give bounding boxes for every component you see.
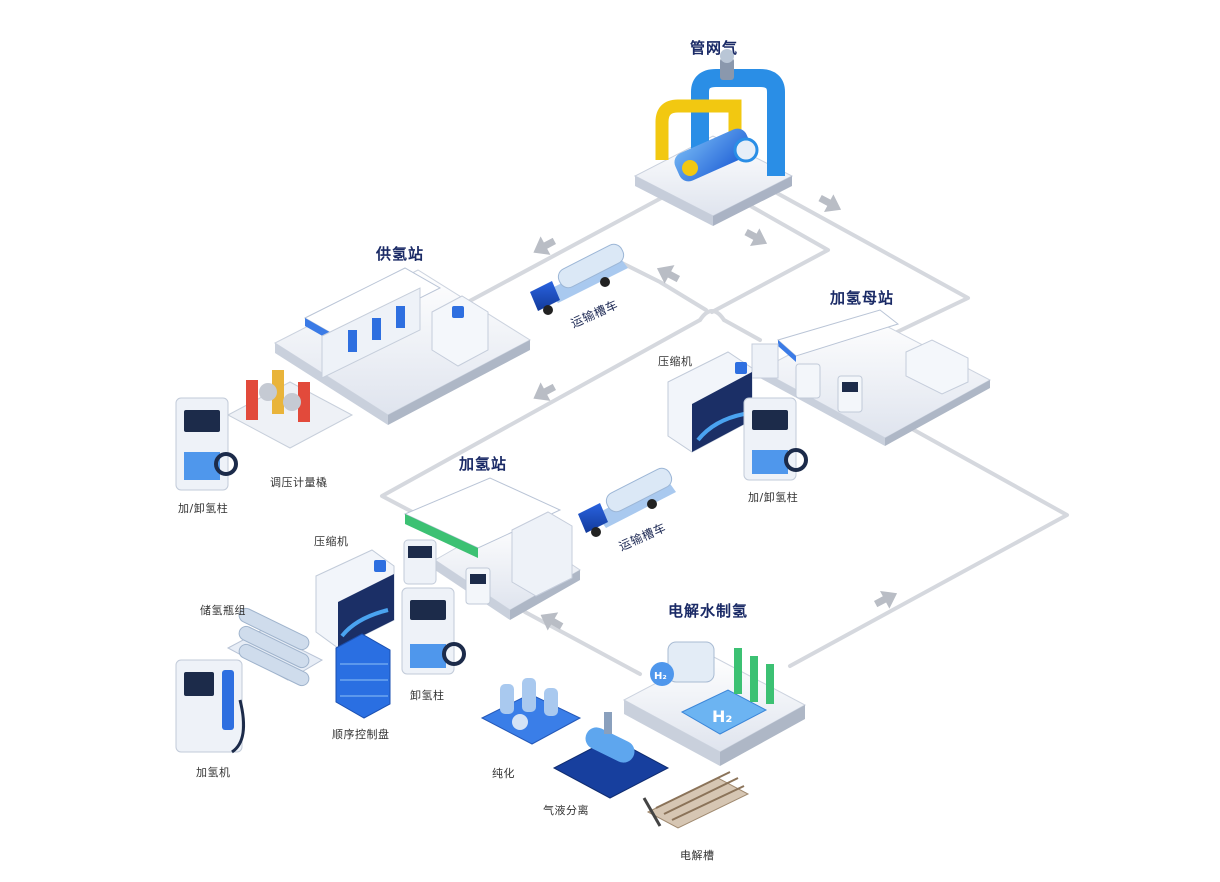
hydrogen-dispenser: [175, 659, 246, 754]
flow-arrow: [656, 265, 681, 284]
label-pressure-metering-skid: 调压计量橇: [270, 476, 328, 489]
label-dispenser: 加氢机: [196, 766, 231, 779]
svg-text:H₂: H₂: [712, 707, 732, 726]
compressor-left: [315, 549, 395, 649]
storage-cylinder-bank: [226, 607, 324, 687]
supply-station-facility: [273, 267, 532, 425]
pipeline-network: [380, 190, 1069, 676]
flow-arrow: [744, 228, 768, 247]
pipeline-gas-facility: [633, 49, 794, 226]
label-sequence-control-panel: 顺序控制盘: [332, 728, 390, 741]
hydrogen-station-facility: [403, 477, 581, 620]
load-unload-dispenser-left: [175, 397, 238, 491]
label-load-unload-dispenser-left: 加/卸氢柱: [178, 502, 229, 515]
pipe-gas-to-mother: [710, 198, 830, 314]
flow-arrow: [533, 236, 557, 255]
purification-unit: [480, 678, 582, 745]
label-storage-bank: 储氢瓶组: [200, 604, 246, 617]
pipe-mother-to-station: [722, 318, 762, 342]
label-electrolyzer: 电解槽: [680, 849, 715, 862]
label-gas-liquid-separation: 气液分离: [543, 804, 589, 817]
compressor-right: [667, 351, 753, 453]
label-pipeline-gas: 管网气: [690, 39, 739, 57]
pipe-mother-to-electrolysis: [788, 423, 1069, 668]
pipe-long-diagonal: [380, 318, 702, 518]
transport-truck-lower: [578, 467, 676, 537]
label-load-unload-dispenser-right: 加/卸氢柱: [748, 491, 799, 504]
electrolyzer-stack: [642, 771, 750, 829]
flow-arrow: [540, 612, 564, 631]
flow-arrow: [533, 382, 557, 401]
pressure-metering-skid: [226, 370, 354, 449]
pipe-gas-right-loop: [773, 190, 970, 334]
station-dispenser: [403, 539, 437, 585]
mother-station-facility: [751, 309, 992, 446]
flow-arrow: [873, 590, 898, 609]
pipe-gas-to-supply: [464, 194, 667, 305]
pipe-truck-to-mother: [618, 260, 708, 312]
electrolysis-facility: H₂ H₂: [622, 641, 807, 766]
load-unload-dispenser-right: [743, 397, 808, 481]
label-compressor-left: 压缩机: [314, 535, 349, 548]
label-hydrogen-station: 加氢站: [459, 455, 508, 473]
unloading-post: [401, 587, 466, 675]
flow-arrows: [533, 194, 898, 631]
transport-truck-upper: [530, 243, 628, 315]
pipe-crossover: [698, 309, 726, 322]
label-electrolysis: 电解水制氢: [668, 602, 749, 620]
label-supply-station: 供氢站: [376, 245, 425, 263]
pipe-electrolysis-to-station: [523, 610, 642, 676]
svg-text:H₂: H₂: [654, 671, 667, 682]
label-compressor-right: 压缩机: [658, 355, 693, 368]
label-mother-station: 加氢母站: [830, 289, 895, 307]
gas-liquid-separator: [552, 712, 670, 799]
label-unloading-post: 卸氢柱: [410, 689, 445, 702]
flow-arrow: [818, 194, 842, 213]
sequence-control-panel: [335, 633, 391, 719]
label-purification: 纯化: [492, 767, 515, 780]
